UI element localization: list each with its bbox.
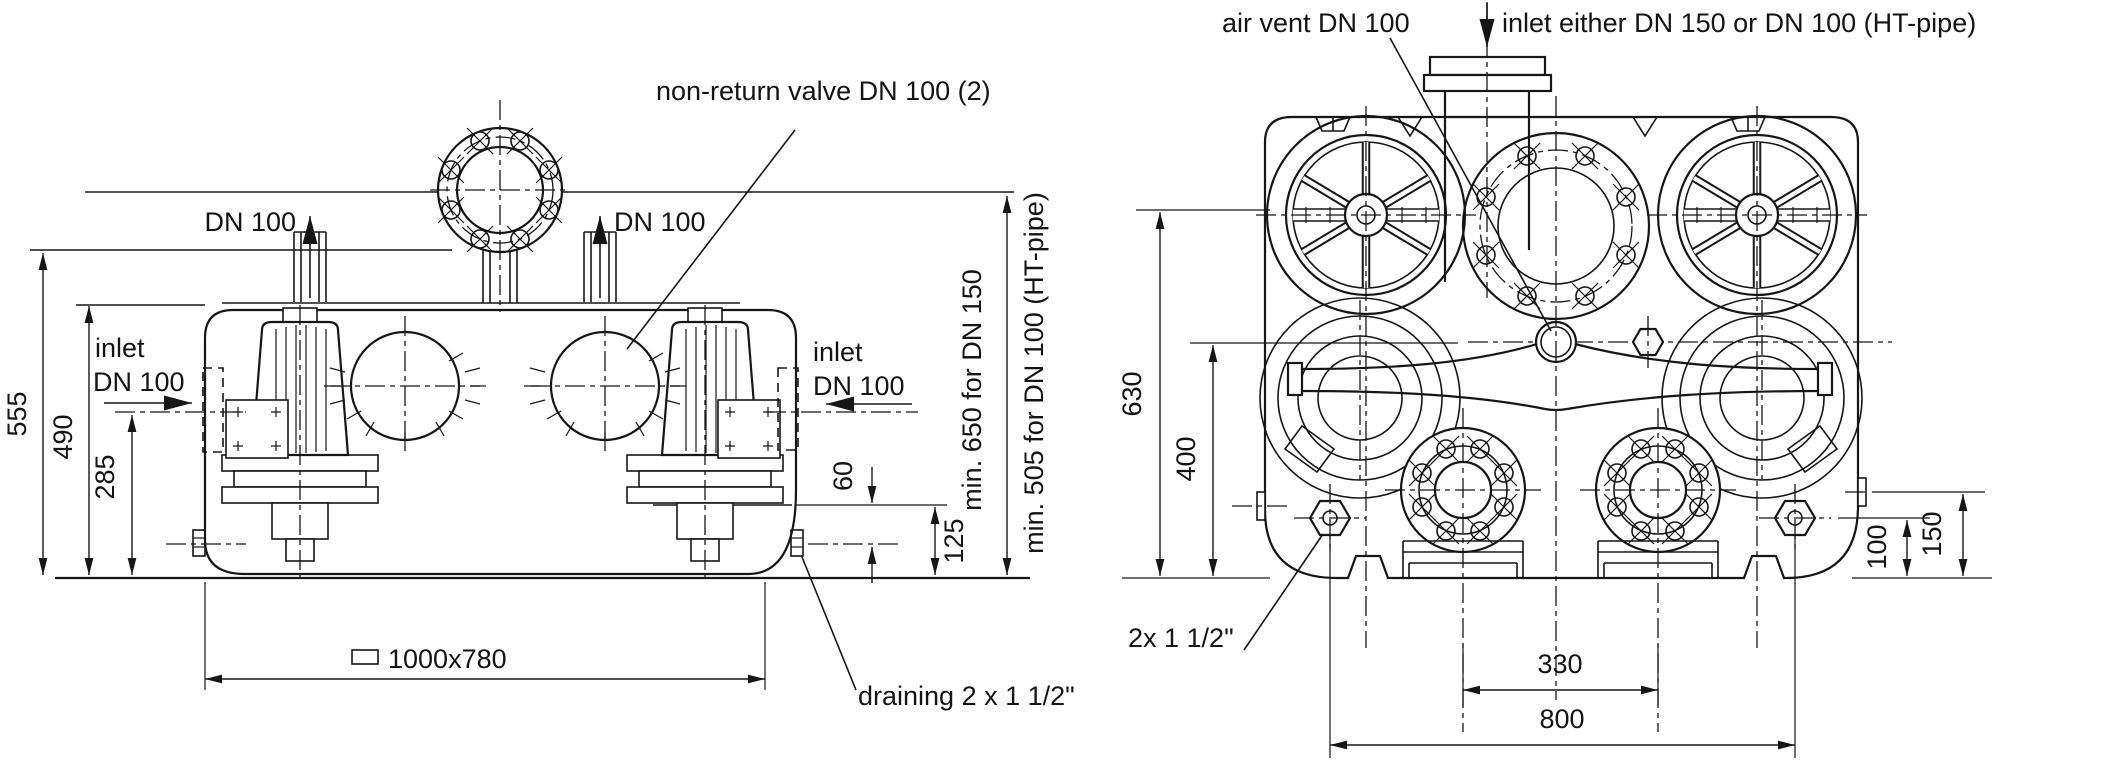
non-return-valve-leader bbox=[626, 129, 796, 350]
draining-text: draining 2 x 1 1/2" bbox=[858, 681, 1075, 711]
inlet-right-word: inlet bbox=[813, 337, 863, 367]
pump-flange-right bbox=[1580, 408, 1736, 732]
y-pipe bbox=[1286, 342, 1834, 412]
manhole-right bbox=[1647, 106, 1867, 648]
dim-555-text: 555 bbox=[2, 391, 32, 436]
drain-plugs-text: 2x 1 1/2" bbox=[1128, 623, 1234, 653]
terminal-box-right bbox=[717, 399, 781, 459]
dim-125-text: 125 bbox=[939, 518, 969, 563]
inlet-right-opening bbox=[777, 367, 799, 451]
pump-flange-left bbox=[1385, 408, 1541, 732]
riser-pipe-left bbox=[293, 216, 327, 302]
drain-plug-right bbox=[1759, 484, 1831, 758]
inlet-left: inlet DN 100 bbox=[93, 333, 246, 453]
discharge-flange bbox=[430, 100, 570, 312]
terminal-box-left bbox=[225, 399, 289, 459]
air-vent-text: air vent DN 100 bbox=[1222, 8, 1410, 38]
min-650-text: min. 650 for DN 150 bbox=[957, 269, 987, 511]
non-return-valve-right bbox=[524, 316, 686, 456]
dim-800-text: 800 bbox=[1539, 704, 1584, 734]
dim-depth-total: 630 bbox=[1117, 209, 1270, 576]
inlet-left-size: DN 100 bbox=[93, 367, 185, 397]
label-non-return-valve: non-return valve DN 100 (2) bbox=[626, 76, 991, 350]
vent-plug-hex bbox=[1631, 316, 1665, 368]
tank-front bbox=[166, 302, 804, 576]
inlet-right-size: DN 100 bbox=[813, 371, 905, 401]
dim-min-clearance: min. 650 for DN 150 min. 505 for DN 100 … bbox=[957, 192, 1049, 575]
lid-notches bbox=[1315, 116, 1766, 138]
drain-plugs-leader bbox=[1243, 533, 1324, 651]
side-boss-left bbox=[1232, 491, 1290, 521]
non-return-valve-left bbox=[324, 316, 486, 456]
square-symbol bbox=[351, 649, 379, 665]
dim-bracket-edge: 150 bbox=[1872, 491, 1985, 576]
dim-pump-spacing: 330 bbox=[1462, 644, 1659, 706]
dim-490-text: 490 bbox=[48, 414, 78, 459]
dim-height-tank: 490 bbox=[48, 306, 94, 575]
dim-drain-height: 125 bbox=[930, 507, 969, 575]
reference-lines bbox=[30, 191, 1014, 306]
label-air-vent: air vent DN 100 bbox=[1222, 8, 1552, 332]
label-drain-plugs: 2x 1 1/2" bbox=[1128, 533, 1324, 653]
draining-leader bbox=[801, 556, 857, 691]
dim-150-text: 150 bbox=[1917, 511, 1947, 556]
volute-right bbox=[1661, 297, 1863, 499]
air-vent-leader bbox=[1389, 37, 1552, 332]
dim-height-total: 555 bbox=[2, 253, 48, 575]
drain-boss-left bbox=[166, 529, 246, 557]
dim-330-text: 330 bbox=[1537, 649, 1582, 679]
dim-285-text: 285 bbox=[90, 454, 120, 499]
dim-height-inlet: 285 bbox=[90, 415, 137, 575]
riser-pipe-right bbox=[583, 216, 617, 302]
dim-60-text: 60 bbox=[828, 461, 858, 491]
non-return-valve-text: non-return valve DN 100 (2) bbox=[656, 76, 991, 106]
label-draining: draining 2 x 1 1/2" bbox=[801, 556, 1075, 711]
plan-view: air vent DN 100 inlet either DN 150 or D… bbox=[1117, 2, 1992, 758]
riser-label-left: DN 100 bbox=[204, 207, 296, 237]
dim-pipe-axis: 400 bbox=[1171, 342, 1458, 576]
dim-100-text: 100 bbox=[1862, 524, 1892, 569]
drain-boss-right bbox=[790, 529, 804, 557]
motor-right bbox=[660, 307, 781, 459]
inlet-right: inlet DN 100 bbox=[766, 337, 918, 451]
min-505-text: min. 505 for DN 100 (HT-pipe) bbox=[1019, 192, 1049, 554]
inlet-pipe-plan bbox=[1422, 2, 1553, 298]
motor-left bbox=[225, 307, 350, 459]
tank-plan-outline bbox=[1263, 115, 1860, 580]
inlet-left-opening bbox=[202, 367, 224, 453]
dim-630-text: 630 bbox=[1117, 371, 1147, 416]
dim-drain-offset: 60 bbox=[796, 461, 947, 583]
inlet-options-text: inlet either DN 150 or DN 100 (HT-pipe) bbox=[1502, 8, 1976, 38]
front-view: DN 100 DN 100 inlet DN 100 inlet DN 100 … bbox=[2, 76, 1075, 711]
dim-drain-edge: 100 bbox=[1838, 517, 1930, 576]
inlet-left-word: inlet bbox=[95, 333, 145, 363]
dim-footprint: 1000x780 bbox=[204, 582, 766, 690]
dim-drain-spacing: 800 bbox=[1330, 704, 1795, 750]
manhole-left bbox=[1256, 106, 1476, 648]
dim-400-text: 400 bbox=[1171, 436, 1201, 481]
side-boss-right bbox=[1845, 477, 1870, 507]
drain-plug-left bbox=[1294, 484, 1366, 758]
dim-footprint-text: 1000x780 bbox=[388, 644, 507, 674]
riser-label-right: DN 100 bbox=[614, 207, 706, 237]
